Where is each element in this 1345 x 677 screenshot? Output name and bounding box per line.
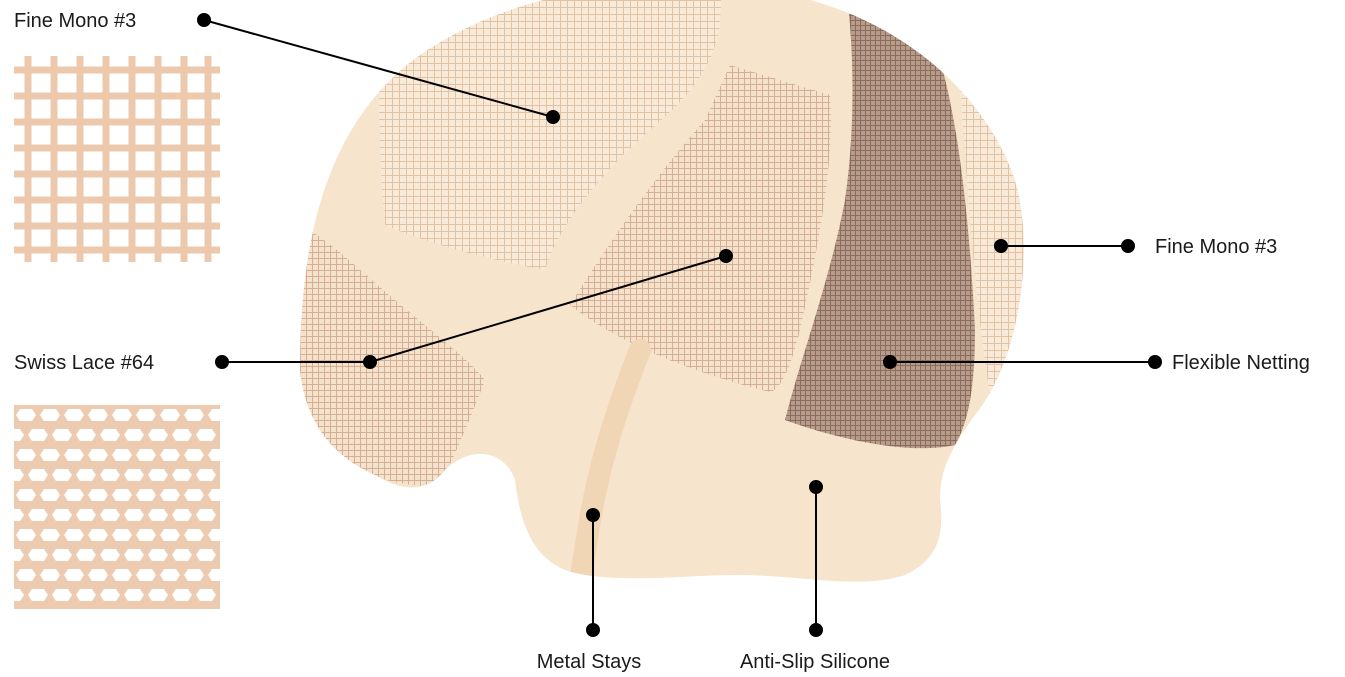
- label-anti-slip: Anti-Slip Silicone: [740, 651, 890, 673]
- label-swiss-lace: Swiss Lace #64: [14, 352, 154, 374]
- label-fine-mono-top: Fine Mono #3: [14, 10, 136, 32]
- label-fine-mono-right: Fine Mono #3: [1155, 236, 1277, 258]
- swiss-lace-swatch: [14, 405, 220, 609]
- label-metal-stays: Metal Stays: [537, 651, 641, 673]
- wig-cap: [300, 0, 1026, 585]
- label-flexible-netting: Flexible Netting: [1172, 352, 1310, 374]
- fine-mono-swatch: [14, 56, 220, 262]
